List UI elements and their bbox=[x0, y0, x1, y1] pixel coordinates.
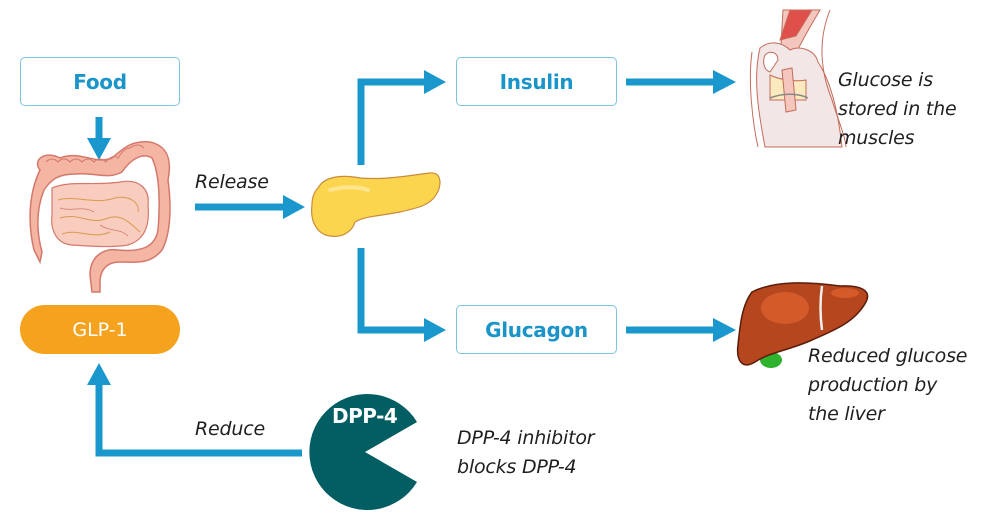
glp1-label: GLP-1 bbox=[72, 318, 128, 341]
arrow-reduce bbox=[87, 363, 302, 457]
glucagon-node: Glucagon bbox=[456, 305, 617, 354]
food-node: Food bbox=[20, 57, 180, 106]
arrow-food-to-intestine bbox=[87, 117, 111, 160]
muscles-annotation-line: stored in the bbox=[838, 98, 957, 120]
liver-annotation-line: the liver bbox=[808, 403, 885, 425]
arrow-glucagon-to-liver bbox=[626, 318, 736, 342]
arrow-release bbox=[195, 195, 305, 219]
arrow-to-insulin bbox=[357, 70, 446, 165]
muscles-annotation-line: muscles bbox=[838, 127, 915, 149]
insulin-node: Insulin bbox=[456, 57, 617, 106]
muscles-annotation: Glucose is stored in the muscles bbox=[838, 66, 957, 153]
arrow-insulin-to-muscles bbox=[626, 70, 736, 94]
insulin-label: Insulin bbox=[499, 69, 574, 94]
glucagon-label: Glucagon bbox=[485, 317, 588, 342]
liver-annotation: Reduced glucose production by the liver bbox=[808, 342, 967, 429]
arrow-to-glucagon bbox=[357, 248, 446, 342]
release-label: Release bbox=[195, 171, 269, 193]
glp1-node: GLP-1 bbox=[20, 305, 180, 354]
inhibitor-annotation: DPP-4 inhibitor blocks DPP-4 bbox=[457, 424, 595, 482]
muscles-annotation-line: Glucose is bbox=[838, 69, 933, 91]
inhibitor-annotation-line: blocks DPP-4 bbox=[457, 456, 577, 478]
inhibitor-annotation-line: DPP-4 inhibitor bbox=[457, 427, 595, 449]
reduce-label: Reduce bbox=[195, 418, 265, 440]
liver-annotation-line: Reduced glucose bbox=[808, 345, 968, 367]
liver-annotation-line: production by bbox=[808, 374, 938, 396]
dpp4-label: DPP-4 bbox=[332, 404, 398, 428]
food-label: Food bbox=[73, 69, 127, 94]
